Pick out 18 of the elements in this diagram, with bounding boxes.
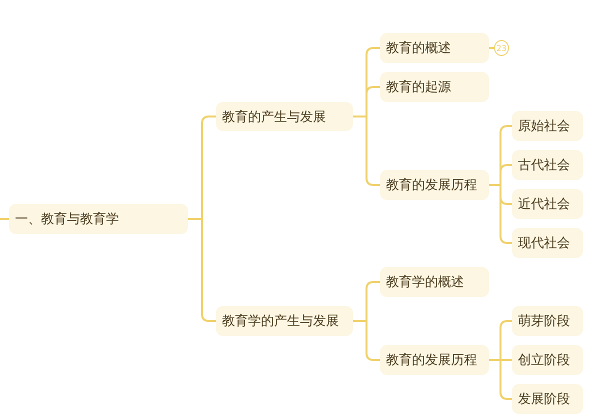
connector-line <box>0 218 9 220</box>
topic-box: 教育学的产生与发展 <box>216 306 353 336</box>
topic-box: 教育的概述 <box>380 33 489 63</box>
topic-box: 教育的发展历程 <box>380 170 489 200</box>
count-badge: 23 <box>494 40 509 56</box>
topic-box: 教育的产生与发展 <box>216 102 353 131</box>
topic-box: 一、教育与教育学 <box>9 204 188 234</box>
topic-box: 创立阶段 <box>512 345 583 375</box>
topic-box: 发展阶段 <box>512 384 583 414</box>
topic-box: 近代社会 <box>512 189 583 219</box>
topic-box: 现代社会 <box>512 228 583 258</box>
connector-line <box>489 47 494 49</box>
topic-box: 教育的起源 <box>380 72 489 102</box>
topic-box: 教育的发展历程 <box>380 345 489 375</box>
topic-box: 古代社会 <box>512 150 583 180</box>
topic-box: 原始社会 <box>512 111 583 141</box>
topic-box: 教育学的概述 <box>380 267 489 297</box>
topic-box: 萌芽阶段 <box>512 306 583 336</box>
